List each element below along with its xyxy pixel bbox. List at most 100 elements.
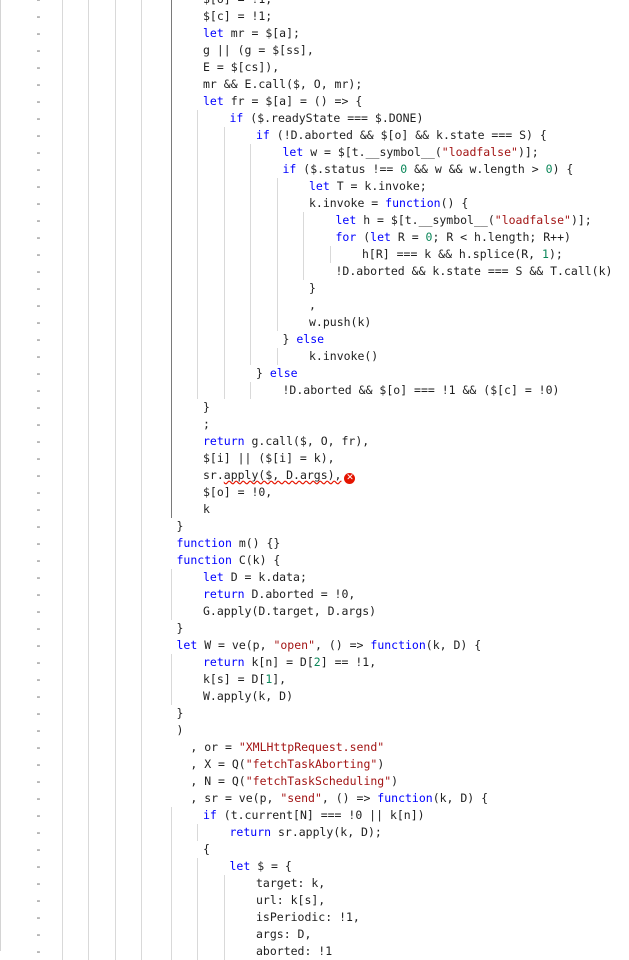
indent-guide xyxy=(141,76,142,93)
code-token: , X = Q( xyxy=(176,757,246,771)
indent-guide xyxy=(276,297,278,314)
keyword-token: return xyxy=(203,655,245,669)
indent-guide xyxy=(115,331,116,348)
indent-guide xyxy=(223,127,225,144)
indent-guide xyxy=(197,110,198,127)
indent-guide xyxy=(115,144,116,161)
diff-removed-marker: - xyxy=(35,740,42,754)
code-text: let fr = $[a] = () => { xyxy=(203,93,362,110)
indent-guide xyxy=(88,212,89,229)
code-token: (!D.aborted && $[o] && k.state === S) { xyxy=(269,128,547,142)
indent-guide xyxy=(170,110,172,127)
diff-removed-marker: - xyxy=(35,689,42,703)
keyword-token: function xyxy=(176,553,232,567)
indent-guide xyxy=(141,195,142,212)
indent-guide xyxy=(223,331,225,348)
indent-guide xyxy=(88,586,89,603)
indent-guide xyxy=(141,892,142,909)
code-text: isPeriodic: !1, xyxy=(256,909,360,926)
indent-guide xyxy=(88,416,89,433)
indent-guide xyxy=(88,93,89,110)
keyword-token: let xyxy=(203,570,224,584)
code-line: -k xyxy=(0,501,629,518)
indent-guide xyxy=(141,433,142,450)
indent-guide xyxy=(88,943,89,960)
indent-guide xyxy=(88,654,89,671)
code-line: -let mr = $[a]; xyxy=(0,25,629,42)
error-squiggle: apply($, D.args), xyxy=(223,468,342,482)
code-text: ) xyxy=(177,722,184,739)
indent-guide xyxy=(141,416,142,433)
keyword-token: if xyxy=(256,128,270,142)
indent-guide xyxy=(115,450,116,467)
indent-guide xyxy=(170,93,172,110)
indent-guide xyxy=(88,229,89,246)
indent-guide xyxy=(223,943,225,960)
code-token: k[n] = D[ xyxy=(244,655,314,669)
indent-guide xyxy=(197,365,198,382)
code-line: -return sr.apply(k, D); xyxy=(0,824,629,841)
indent-guide xyxy=(62,76,63,93)
indent-guide xyxy=(141,773,142,790)
indent-guide xyxy=(62,620,63,637)
indent-guide xyxy=(303,229,304,246)
indent-guide xyxy=(197,331,198,348)
indent-guide xyxy=(141,875,142,892)
code-text: if (t.current[N] === !0 || k[n]) xyxy=(203,807,425,824)
indent-guide xyxy=(62,552,63,569)
code-line: -k.invoke() xyxy=(0,348,629,365)
code-token: g || (g = $[ss], xyxy=(203,43,314,57)
code-text: return sr.apply(k, D); xyxy=(230,824,382,841)
code-token: T = k.invoke; xyxy=(329,179,427,193)
indent-guide xyxy=(170,25,172,42)
string-token: "fetchTaskScheduling" xyxy=(245,774,392,788)
code-text: g || (g = $[ss], xyxy=(203,42,314,59)
indent-guide xyxy=(170,127,172,144)
indent-guide xyxy=(88,671,89,688)
error-icon[interactable]: ✕ xyxy=(344,473,356,484)
code-text: if ($.status !== 0 && w && w.length > 0)… xyxy=(283,161,574,178)
indent-guide xyxy=(141,756,142,773)
code-text: h[R] === k && h.splice(R, 1); xyxy=(362,246,563,263)
indent-guide xyxy=(88,552,89,569)
indent-guide xyxy=(115,841,116,858)
code-text: } xyxy=(177,518,184,535)
code-line: -!D.aborted && k.state === S && T.call(k… xyxy=(0,263,629,280)
diff-removed-marker: - xyxy=(35,859,42,873)
indent-guide xyxy=(62,586,63,603)
indent-guide xyxy=(276,348,278,365)
indent-guide xyxy=(115,314,116,331)
code-text: k xyxy=(203,501,210,518)
keyword-token: for xyxy=(335,230,357,244)
diff-removed-marker: - xyxy=(35,315,42,329)
indent-guide xyxy=(141,535,142,552)
indent-guide xyxy=(88,42,89,59)
indent-guide xyxy=(62,501,63,518)
code-line: -function m() {} xyxy=(0,535,629,552)
indent-guide xyxy=(115,161,116,178)
keyword-token: function xyxy=(377,791,433,805)
indent-guide xyxy=(62,705,63,722)
indent-guide xyxy=(62,110,63,127)
indent-guide xyxy=(170,501,172,518)
indent-guide xyxy=(141,654,142,671)
indent-guide xyxy=(223,348,225,365)
indent-guide xyxy=(141,246,142,263)
code-line: -} xyxy=(0,518,629,535)
indent-guide xyxy=(141,824,142,841)
indent-guide xyxy=(223,382,225,399)
code-token: } xyxy=(176,621,184,635)
code-token: ], xyxy=(272,672,287,686)
code-token: )]; xyxy=(517,145,539,159)
indent-guide xyxy=(115,671,116,688)
code-line: -if (!D.aborted && $[o] && k.state === S… xyxy=(0,127,629,144)
string-token: "send" xyxy=(280,791,322,805)
keyword-token: return xyxy=(203,587,245,601)
indent-guide xyxy=(250,229,251,246)
code-token: D = k.data; xyxy=(223,570,307,584)
code-token: ; R < h.length; R++) xyxy=(432,230,571,244)
indent-guide xyxy=(88,518,89,535)
diff-removed-marker: - xyxy=(35,553,42,567)
indent-guide xyxy=(115,620,116,637)
